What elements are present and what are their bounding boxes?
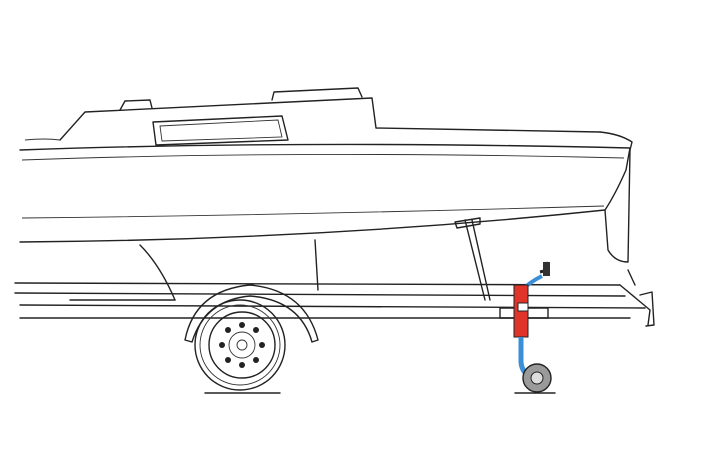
trailer-wheel — [184, 284, 319, 394]
trailer-frame — [14, 217, 655, 327]
jockey-wheel — [513, 261, 556, 394]
boat-cabin — [24, 87, 601, 146]
boat-hull — [19, 131, 633, 263]
boat-keel — [139, 239, 319, 301]
